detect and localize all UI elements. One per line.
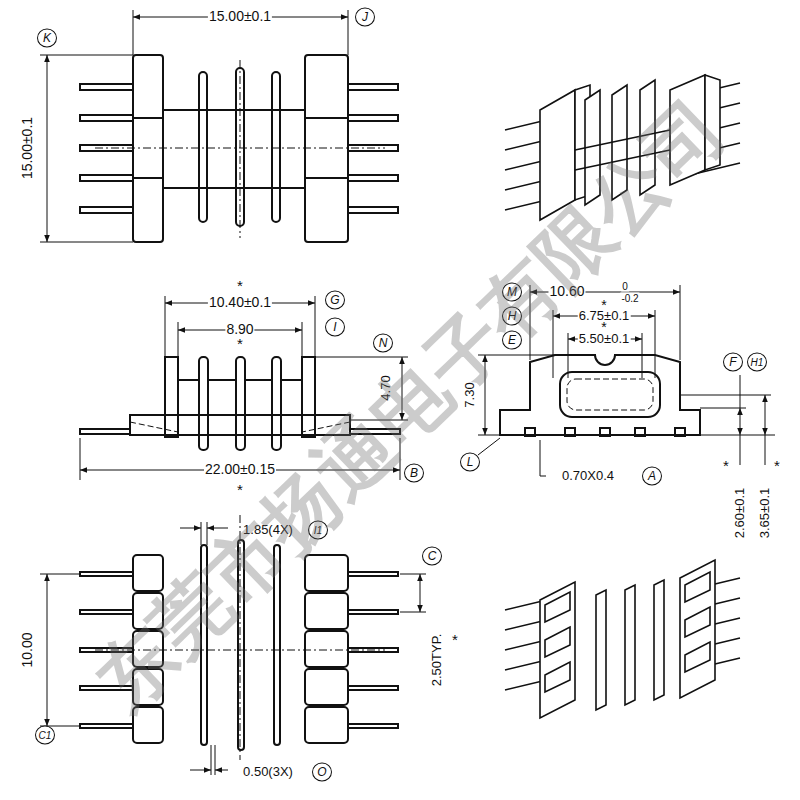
callout-letter: G <box>325 291 345 310</box>
dimension-label: 10.00 <box>20 631 35 668</box>
dimension-label: -0.2 <box>620 293 639 304</box>
dimension-label: 2.50TYP. <box>430 633 444 688</box>
dimension-label: 0.50(3X) <box>242 765 294 779</box>
callout-letter: A <box>642 467 662 486</box>
callout-letter: I <box>325 318 345 337</box>
callout-letter: N <box>373 334 393 353</box>
callout-letter: H1 <box>747 353 767 372</box>
callout-letter: K <box>37 29 57 48</box>
callout-letter: J <box>355 8 375 27</box>
dimension-label: 5.50±0.1 <box>578 332 631 346</box>
critical-mark: * <box>451 632 459 649</box>
critical-mark: * <box>722 458 730 475</box>
callout-letter: O <box>312 763 332 782</box>
dimension-label: 0 <box>621 281 629 292</box>
critical-mark: * <box>236 482 244 499</box>
callout-letter: C1 <box>35 726 55 745</box>
callout-letter: B <box>404 464 424 483</box>
dimension-label: 22.00±0.15 <box>204 462 276 477</box>
critical-mark: * <box>236 278 244 295</box>
dimension-label: 2.60±0.1 <box>733 487 747 540</box>
dimension-label: 3.65±0.1 <box>758 487 772 540</box>
dimension-label: 15.00±0.1 <box>20 116 35 180</box>
callout-letter: L <box>460 453 480 472</box>
critical-mark: * <box>773 458 781 475</box>
callout-letter: C <box>422 547 442 566</box>
dimension-label: 0.70X0.4 <box>561 469 615 483</box>
critical-mark: * <box>236 336 244 353</box>
dimension-label: 15.00±0.1 <box>208 9 272 24</box>
callout-letter: F <box>723 353 743 372</box>
dimension-label: 10.40±0.1 <box>208 295 272 310</box>
